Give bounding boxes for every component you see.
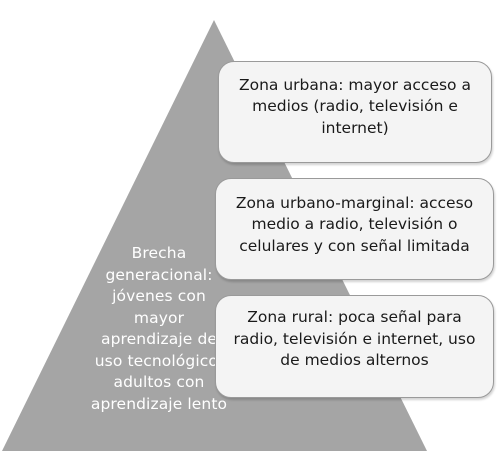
urban-marginal-zone-label: Zona urbano-marginal: acceso medio a rad… xyxy=(235,193,474,255)
rural-zone-box: Zona rural: poca señal para radio, telev… xyxy=(215,295,494,398)
urban-zone-label: Zona urbana: mayor acceso a medios (radi… xyxy=(239,75,471,137)
urban-marginal-zone-box: Zona urbano-marginal: acceso medio a rad… xyxy=(215,178,494,280)
urban-zone-box: Zona urbana: mayor acceso a medios (radi… xyxy=(218,61,492,163)
generational-gap-label: Brecha generacional: jóvenes con mayor a… xyxy=(90,244,228,413)
rural-zone-label: Zona rural: poca señal para radio, telev… xyxy=(233,308,476,370)
